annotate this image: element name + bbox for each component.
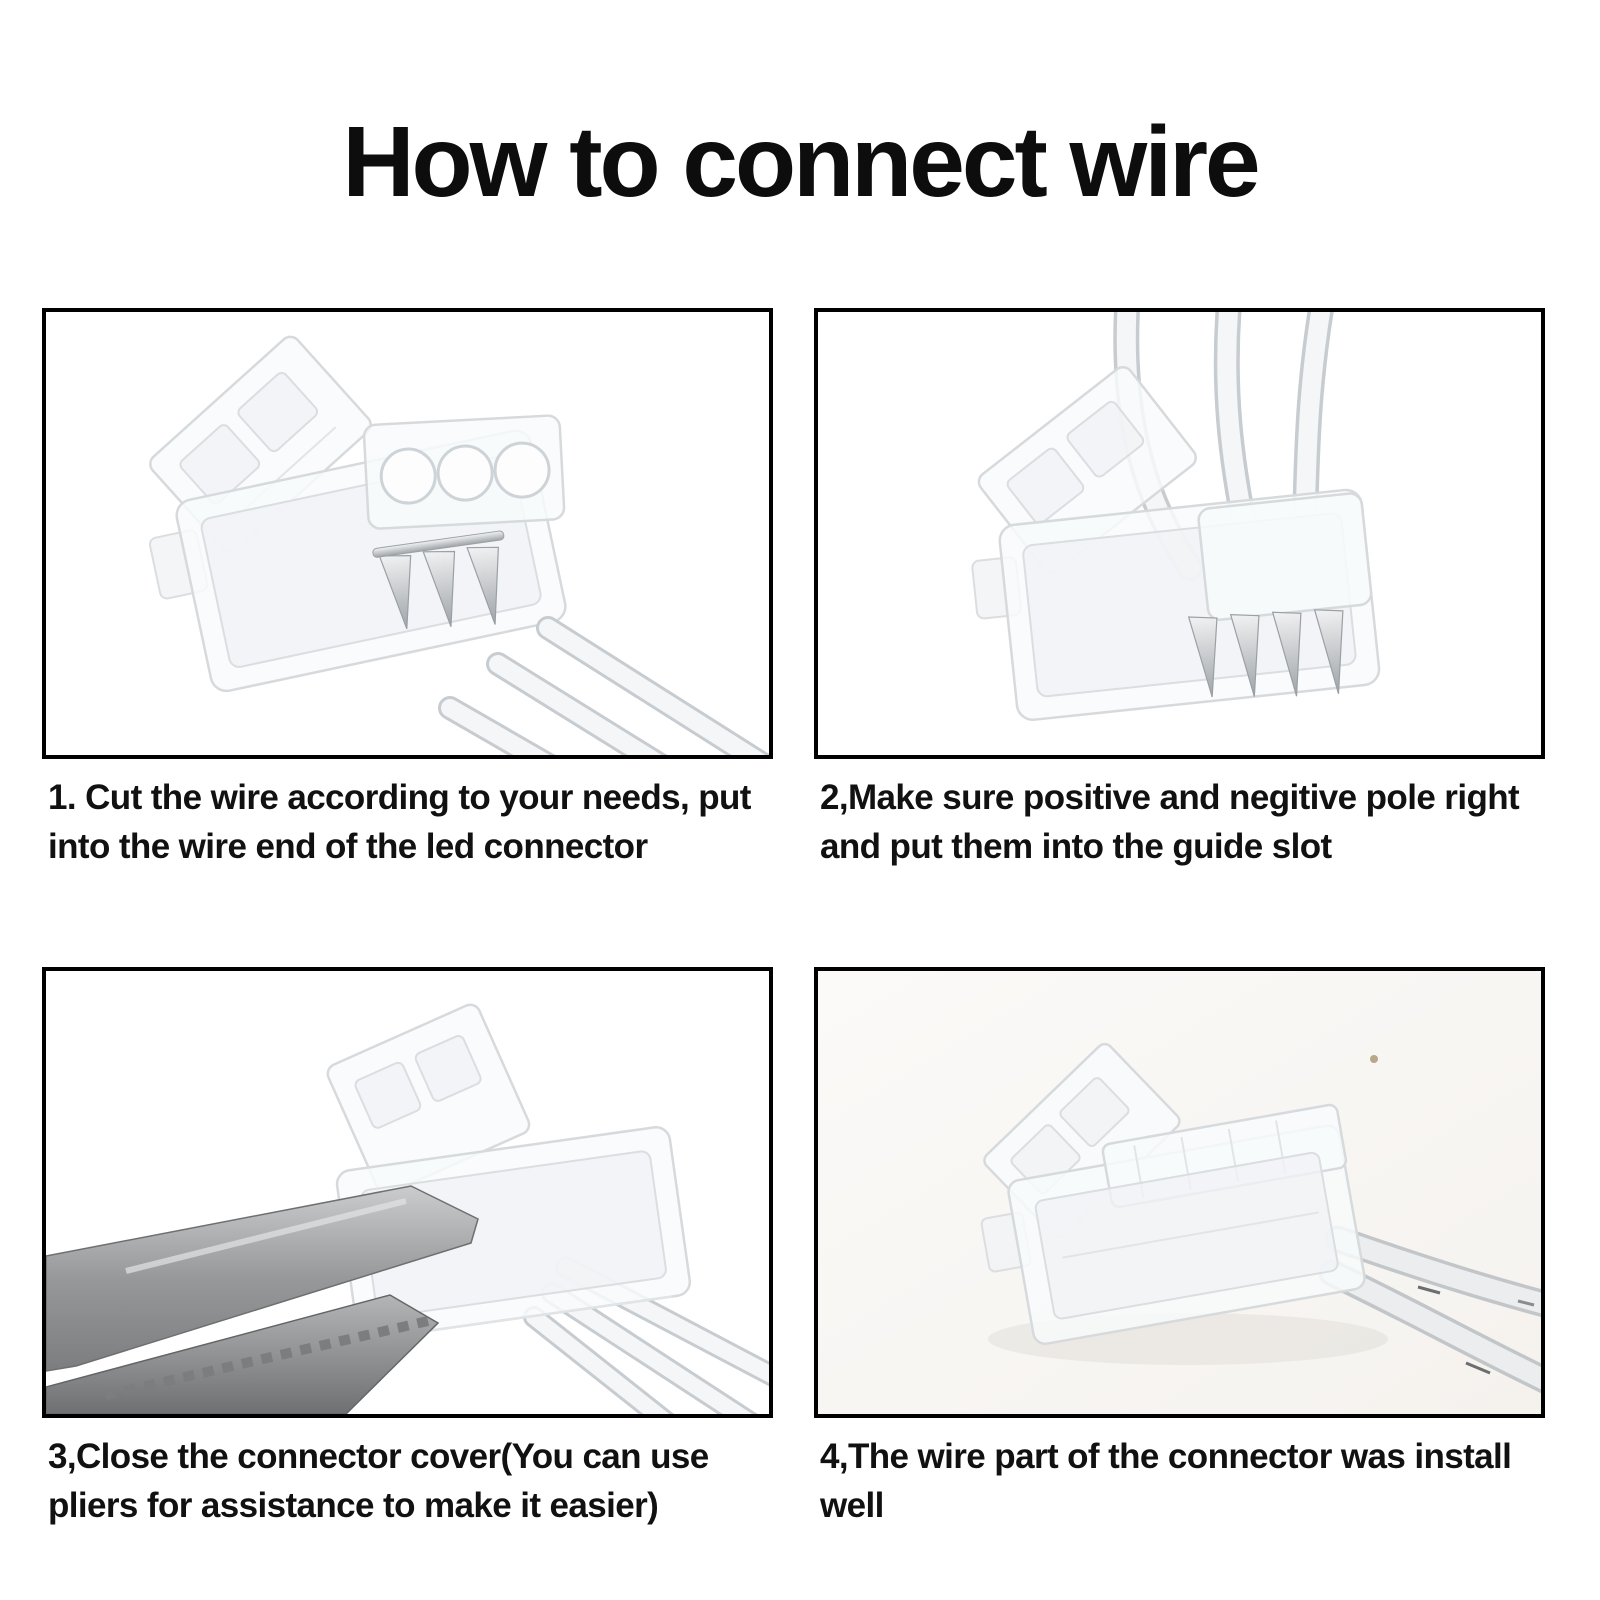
caption-line: 3,Close the connector cover(You can use	[48, 1437, 709, 1476]
caption-line: 2,Make sure positive and negitive pole r…	[820, 778, 1520, 817]
closed-connector	[980, 1042, 1366, 1345]
step-4: 4,The wire part of the connector was ins…	[814, 967, 1574, 1530]
step-2: 2,Make sure positive and negitive pole r…	[814, 308, 1574, 871]
installed-wires	[1318, 1225, 1541, 1394]
step-4-caption: 4,The wire part of the connector was ins…	[820, 1432, 1574, 1530]
step-3: 3,Close the connector cover(You can use …	[42, 967, 802, 1530]
connector-open-with-loose-wires-illustration	[148, 335, 769, 755]
connector	[305, 1003, 692, 1340]
loose-wires	[438, 616, 769, 755]
step-3-photo	[42, 967, 773, 1418]
caption-line: pliers for assistance to make it easier)	[48, 1486, 659, 1525]
step-1-photo	[42, 308, 773, 759]
pliers-jaws	[46, 1185, 479, 1414]
step-1: 1. Cut the wire according to your needs,…	[42, 308, 802, 871]
caption-line: well	[820, 1486, 884, 1525]
caption-line: and put them into the guide slot	[820, 827, 1332, 866]
step-1-caption: 1. Cut the wire according to your needs,…	[48, 773, 802, 871]
step-3-caption: 3,Close the connector cover(You can use …	[48, 1432, 802, 1530]
step-2-photo	[814, 308, 1545, 759]
caption-line: 1. Cut the wire according to your needs,…	[48, 778, 751, 817]
page-title: How to connect wire	[342, 106, 1260, 218]
caption-line: into the wire end of the led connector	[48, 827, 648, 866]
pliers-closing-connector-illustration	[46, 1003, 769, 1414]
surface-speck	[1370, 1055, 1378, 1063]
step-4-photo	[814, 967, 1545, 1418]
installed-connector-illustration	[818, 971, 1541, 1414]
step-2-caption: 2,Make sure positive and negitive pole r…	[820, 773, 1574, 871]
wires-inserted-into-connector-illustration	[971, 312, 1381, 722]
caption-line: 4,The wire part of the connector was ins…	[820, 1437, 1512, 1476]
